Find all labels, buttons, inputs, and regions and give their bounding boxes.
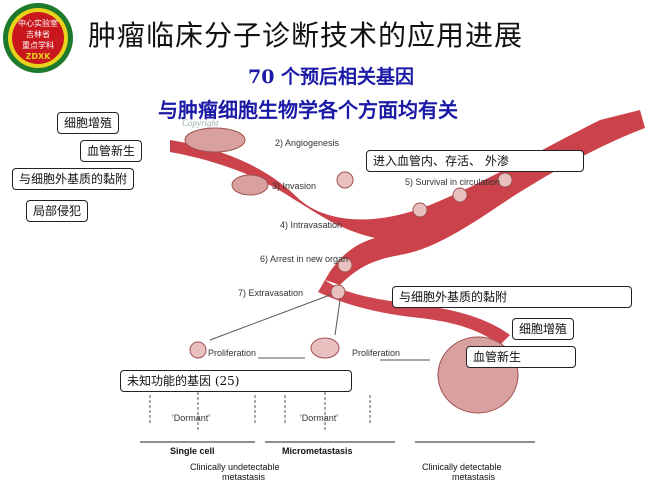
logo-line2: 吉林省 [26, 29, 50, 39]
label-undetectable: Clinically undetectable [190, 462, 280, 472]
subtitle-line1: 70 个预后相关基因 [248, 66, 415, 88]
arrested-cell [337, 257, 353, 273]
callout-angiogenesis-top: 血管新生 [80, 140, 143, 162]
extravasating-cell [330, 284, 346, 300]
callout-unknown-function: 未知功能的基因 (25) [120, 370, 352, 392]
logo: 中心实验室 吉林省 重点学科 ZDXK [2, 2, 74, 74]
circulating-cell-2 [412, 202, 428, 218]
dormant-right: 'Dormant' [300, 413, 338, 423]
watermark: Copyright [182, 118, 219, 128]
step-intravasation: 4) Intravasation [280, 220, 342, 230]
blood-vessel [170, 110, 645, 285]
micrometastasis-mark [310, 337, 340, 359]
circulating-cell-1 [336, 171, 354, 189]
step-angiogenesis: 2) Angiogenesis [275, 138, 340, 148]
label-single-cell: Single cell [170, 446, 215, 456]
step-extravasation: 7) Extravasation [238, 288, 303, 298]
callout-ecm-adhesion-left: 与细胞外基质的黏附 [12, 168, 135, 190]
label-metastasis-right: metastasis [452, 472, 496, 480]
label-detectable: Clinically detectable [422, 462, 502, 472]
logo-line4: ZDXK [26, 52, 52, 61]
step-survival: 5) Survival in circulation [405, 177, 500, 187]
logo-badge-icon: 中心实验室 吉林省 重点学科 ZDXK [3, 3, 73, 73]
label-micrometastasis: Micrometastasis [282, 446, 353, 456]
blood-vessel-lower [318, 280, 510, 345]
callout-cell-proliferation-right: 细胞增殖 [512, 318, 575, 340]
step-invasion: 3) Invasion [272, 181, 316, 191]
circulating-cell-4 [497, 172, 513, 188]
single-cell-mark [189, 341, 207, 359]
logo-line3: 重点学科 [22, 40, 54, 50]
subtitle-line2: 与肿瘤细胞生物学各个方面均有关 [158, 98, 458, 122]
circulating-cell-3 [452, 187, 468, 203]
invading-cells [231, 174, 269, 196]
proliferation-left: Proliferation [208, 348, 256, 358]
dormant-left: 'Dormant' [172, 413, 210, 423]
primary-tumor [184, 127, 246, 153]
step-arrest: 6) Arrest in new organ [260, 254, 348, 264]
callout-local-invasion: 局部侵犯 [26, 200, 89, 222]
callout-ecm-adhesion-right: 与细胞外基质的黏附 [392, 286, 632, 308]
callout-intravasation-survival: 进入血管内、存活、 外渗 [366, 150, 584, 172]
callout-angiogenesis-right: 血管新生 [466, 346, 576, 368]
callout-cell-proliferation-top: 细胞增殖 [57, 112, 120, 134]
label-metastasis-left: metastasis [222, 472, 266, 480]
slide-title: 肿瘤临床分子诊断技术的应用进展 [88, 19, 524, 52]
logo-line1: 中心实验室 [18, 18, 58, 28]
proliferation-right: Proliferation [352, 348, 400, 358]
